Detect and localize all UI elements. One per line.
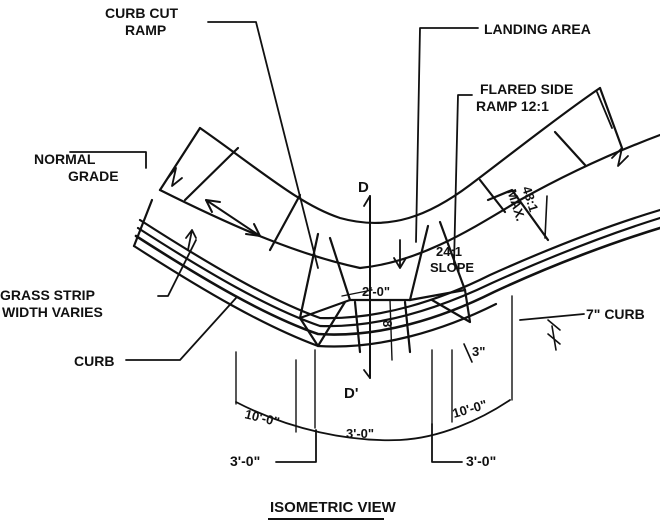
flare-left-1 — [298, 232, 320, 320]
joint-right-2 — [553, 130, 587, 167]
joint-right-1 — [478, 178, 507, 214]
section-d-top-tick — [363, 195, 371, 207]
label-curb-cut-ramp-line1: CURB CUT — [105, 5, 179, 21]
label-curb: CURB — [74, 353, 114, 369]
ramp-center-left — [353, 300, 362, 354]
label-section-d-top: D — [358, 179, 369, 196]
label-flared-side-ramp-line2: RAMP 12:1 — [476, 98, 549, 114]
flare-right-1 — [408, 224, 430, 302]
grass-strip-line-1 — [138, 208, 660, 320]
grass-strip-line-2 — [136, 216, 660, 328]
leader-landing-area — [415, 27, 479, 243]
normal-grade-arrow-shaft — [205, 199, 261, 237]
leader-3ft-right — [431, 423, 463, 463]
normal-grade-arrow-head-2 — [205, 199, 221, 213]
label-dim-8ft: 8' — [380, 320, 395, 330]
flare-triangle-right — [430, 288, 472, 324]
right-end-edge — [598, 86, 624, 150]
label-dim-3in: 3" — [472, 344, 485, 359]
label-24-1-slope-line2: SLOPE — [430, 260, 474, 275]
labels: CURB CUT RAMP LANDING AREA FLARED SIDE R… — [0, 5, 645, 520]
leader-3ft-left — [275, 429, 317, 463]
ramp-drawing — [69, 21, 660, 463]
label-dim-left-offset: 3'-0" — [230, 453, 260, 469]
leader-curb — [125, 297, 237, 361]
label-24-1-slope-line1: 24:1 — [436, 244, 462, 259]
label-section-d-bottom: D' — [344, 385, 358, 402]
ramp-bottom-right — [408, 288, 467, 302]
label-dim-left-flare: 10'-0" — [243, 406, 281, 429]
joint-left-1 — [183, 146, 240, 202]
left-end-edge — [132, 198, 154, 248]
flare-right-2 — [438, 220, 467, 292]
view-title: ISOMETRIC VIEW — [270, 499, 397, 516]
ramp-bottom-left — [298, 298, 352, 320]
joint-left-2 — [268, 193, 302, 252]
grass-width-arrow — [185, 229, 197, 251]
sidewalk-inner-edge — [158, 133, 660, 270]
leader-grass-strip — [157, 239, 197, 297]
slope-48-leader — [544, 195, 548, 239]
label-dim-right-offset: 3'-0" — [466, 453, 496, 469]
leader-7in-curb — [519, 313, 585, 321]
label-normal-grade-line2: GRADE — [68, 168, 119, 184]
flare-left-2 — [328, 236, 352, 302]
label-normal-grade-line1: NORMAL — [34, 151, 96, 167]
dim-2ft-line — [341, 289, 373, 297]
leader-normal-grade — [69, 151, 147, 169]
leader-flared-right-hook — [596, 91, 613, 129]
dim-8ft-line — [389, 299, 393, 361]
break-left — [167, 167, 183, 187]
slope-48-box — [486, 188, 550, 242]
label-dim-2ft: 2'-0" — [362, 284, 390, 299]
label-dim-center: 3'-0" — [346, 426, 374, 441]
landing-arrow — [393, 239, 407, 269]
label-7in-curb: 7" CURB — [586, 306, 645, 322]
break-right — [611, 147, 629, 167]
leader-flared-side-ramp — [453, 94, 473, 265]
label-landing-area: LANDING AREA — [484, 21, 591, 37]
label-dim-right-flare: 10'-0" — [451, 397, 489, 421]
flare-triangle-left — [298, 300, 347, 348]
sidewalk-back-edge — [198, 86, 602, 225]
label-curb-cut-ramp-line2: RAMP — [125, 22, 166, 38]
section-d-bottom-tick — [363, 369, 371, 379]
curb-7in-ticks — [547, 319, 561, 351]
curb-drop-line — [463, 343, 473, 363]
left-sidewalk-edge — [158, 126, 202, 192]
leader-curb-cut-ramp — [207, 21, 319, 269]
curb-top-line — [134, 226, 660, 336]
label-grass-strip-line1: GRASS STRIP — [0, 287, 95, 303]
normal-grade-arrow-head-1 — [245, 223, 261, 237]
label-flared-side-ramp-line1: FLARED SIDE — [480, 81, 573, 97]
road-arc — [235, 399, 511, 442]
ramp-center-right — [403, 300, 412, 354]
label-grass-strip-line2: WIDTH VARIES — [2, 304, 103, 320]
